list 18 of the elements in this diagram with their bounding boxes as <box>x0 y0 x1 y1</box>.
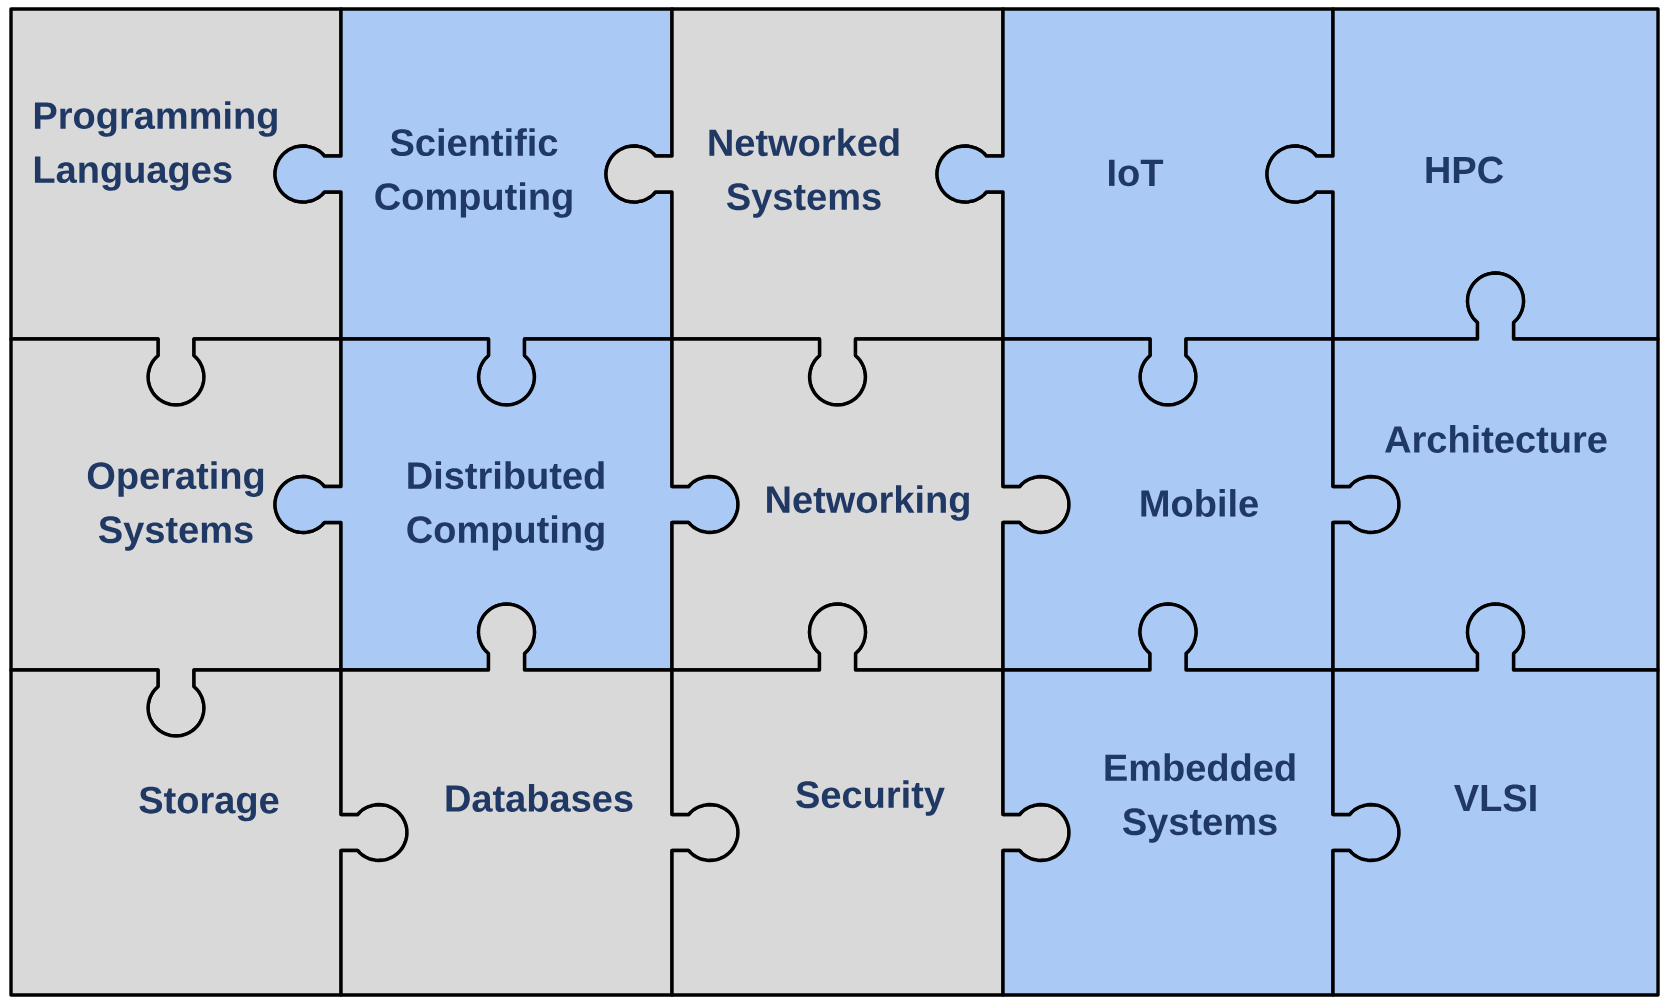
puzzle-piece: Programming Languages <box>9 7 343 407</box>
puzzle-piece: Networking <box>670 337 1071 672</box>
node-label: Embedded Systems <box>1105 753 1295 843</box>
puzzle-piece: Operating Systems <box>9 337 343 738</box>
puzzle-piece: Security <box>670 602 1071 997</box>
puzzle-piece: HPC <box>1265 7 1660 341</box>
puzzle-piece: Architecture <box>1331 271 1660 672</box>
puzzle-piece: Embedded Systems <box>1001 602 1401 997</box>
puzzle-piece: Databases <box>339 602 740 997</box>
node-label: Storage <box>139 786 279 822</box>
node-label: Security <box>796 780 945 816</box>
puzzle-piece: Distributed Computing <box>273 337 740 672</box>
node-label: Databases <box>446 784 633 812</box>
node-label: VLSI <box>1454 784 1536 812</box>
puzzle-piece: Storage <box>9 668 409 997</box>
puzzle-piece: Networked Systems <box>604 7 1005 407</box>
puzzle-piece: VLSI <box>1331 602 1660 997</box>
puzzle-piece: IoT <box>935 7 1335 407</box>
